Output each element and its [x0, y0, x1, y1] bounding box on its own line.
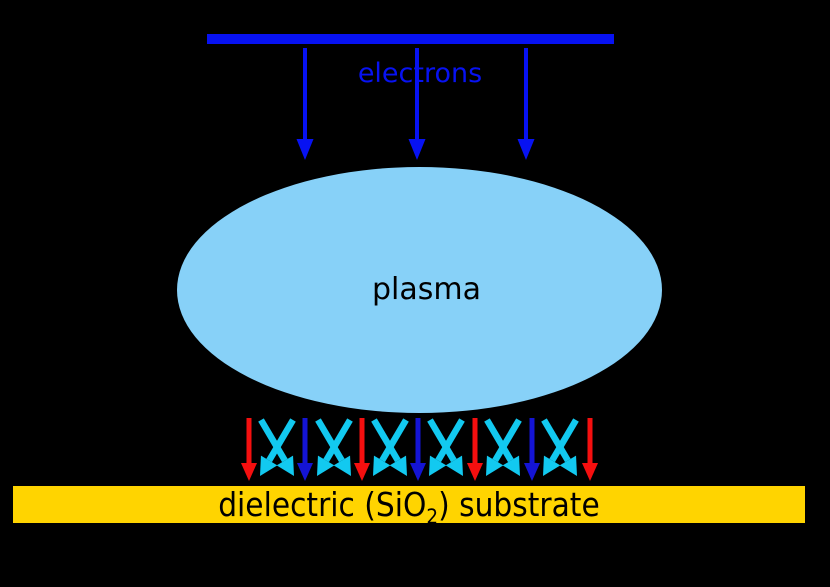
bombardment-vertical-arrow [297, 418, 313, 481]
cross-arrow-down-right [371, 418, 407, 476]
substrate-label: dielectric (SiO2) substrate [218, 485, 600, 527]
bombardment-vertical-arrow [241, 418, 257, 481]
electron-arrow [517, 48, 535, 160]
bombardment-vertical-arrow [582, 418, 598, 481]
substrate-label-suffix: ) substrate [438, 485, 600, 524]
cross-arrow-down-left [260, 418, 296, 476]
substrate-subscript: 2 [426, 504, 439, 529]
substrate-bar: dielectric (SiO2) substrate [13, 485, 805, 527]
substrate-label-prefix: dielectric (SiO [218, 485, 427, 524]
cross-arrow-down-right [484, 418, 520, 476]
cross-arrow-down-left [543, 418, 579, 476]
cross-arrow-down-right [427, 418, 463, 476]
electron-arrow [408, 48, 426, 160]
bombardment-arrows [241, 418, 598, 481]
electron-beam-arrows [296, 48, 535, 160]
electron-arrow [296, 48, 314, 160]
bombardment-vertical-arrow [410, 418, 426, 481]
cross-arrow-down-left [429, 418, 465, 476]
bombardment-vertical-arrow [524, 418, 540, 481]
plasma-ellipse: plasma [177, 167, 662, 413]
plasma-label: plasma [372, 272, 481, 307]
cross-arrow-down-left [373, 418, 409, 476]
electron-source-bar [207, 34, 614, 44]
electrons-label: electrons [357, 58, 483, 89]
bombardment-vertical-arrow [354, 418, 370, 481]
cross-arrow-down-right [541, 418, 577, 476]
cross-arrow-down-left [486, 418, 522, 476]
bombardment-vertical-arrow [467, 418, 483, 481]
cross-arrow-down-right [258, 418, 294, 476]
cross-arrow-down-right [315, 418, 351, 476]
cross-arrow-down-left [317, 418, 353, 476]
